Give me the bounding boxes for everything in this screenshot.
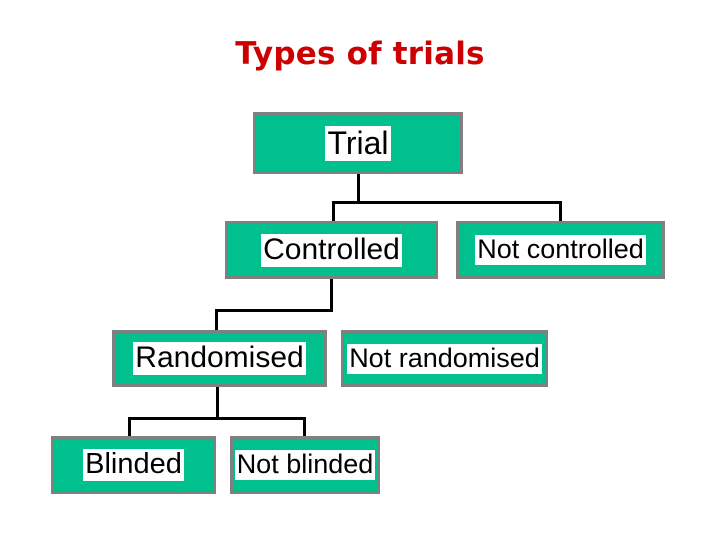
page-title: Types of trials <box>235 36 485 72</box>
node-trial: Trial <box>253 112 463 174</box>
connector-trial-horizontal-bar <box>332 201 562 204</box>
node-randomised-label: Randomised <box>133 341 306 375</box>
connector-trial-to-not-controlled <box>559 201 562 223</box>
node-controlled: Controlled <box>225 221 438 279</box>
node-not-randomised: Not randomised <box>341 330 548 387</box>
connector-randomised-stem <box>216 387 219 419</box>
node-controlled-label: Controlled <box>261 232 402 267</box>
node-trial-label: Trial <box>325 124 391 161</box>
connector-randomised-horizontal-bar <box>128 417 306 420</box>
connector-controlled-horizontal-bar <box>215 309 333 312</box>
node-not-controlled: Not controlled <box>456 221 665 279</box>
node-randomised: Randomised <box>112 330 327 387</box>
node-not-controlled-label: Not controlled <box>475 234 646 265</box>
connector-trial-to-controlled <box>332 201 335 223</box>
connector-controlled-to-randomised <box>215 309 218 332</box>
node-blinded-label: Blinded <box>83 448 184 481</box>
connector-trial-stem <box>357 174 360 204</box>
node-not-blinded: Not blinded <box>230 436 380 494</box>
connector-randomised-to-blinded <box>128 417 131 438</box>
connector-controlled-stem <box>330 279 333 311</box>
node-not-blinded-label: Not blinded <box>234 449 376 480</box>
node-blinded: Blinded <box>51 436 216 494</box>
node-not-randomised-label: Not randomised <box>347 342 542 374</box>
connector-randomised-to-not-blinded <box>303 417 306 438</box>
